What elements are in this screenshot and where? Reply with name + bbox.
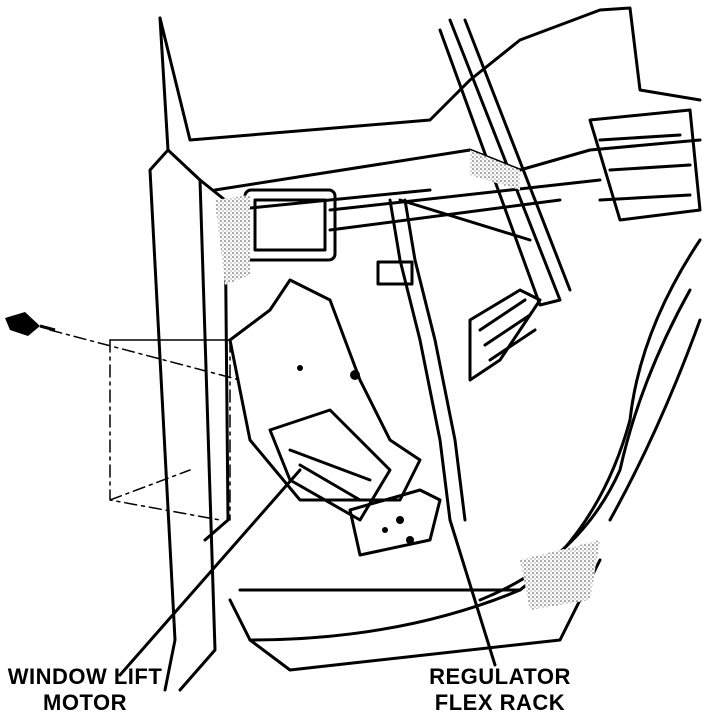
window-lift-motor-label: WINDOW LIFT MOTOR [0, 664, 170, 716]
linkage-rods [328, 178, 602, 242]
panel-cutout [228, 278, 422, 502]
bolt-holes [297, 365, 414, 544]
regulator-flex-rack-label-line2: FLEX RACK [434, 690, 566, 715]
motor-leader-line [118, 468, 302, 677]
window-lift-motor-label-line2: MOTOR [43, 690, 127, 715]
push-pin-fastener [5, 312, 56, 336]
window-lift-motor [268, 408, 392, 522]
rubber-boot [468, 288, 542, 382]
stipple-left [215, 195, 250, 285]
regulator-rack [388, 198, 452, 522]
door-lower-curve [228, 238, 702, 642]
door-latch [588, 108, 702, 222]
regulator-flex-rack-label: REGULATOR FLEX RACK [420, 664, 580, 716]
door-frame-outline [158, 6, 702, 142]
stipple-right [520, 540, 600, 610]
exploded-view-guide [49, 329, 241, 521]
window-lift-motor-label-line1: WINDOW LIFT [7, 664, 163, 689]
motor-mount-plate [348, 488, 442, 557]
door-pillar [158, 16, 217, 692]
rack-leader-line [448, 518, 497, 667]
regulator-flex-rack-label-line1: REGULATOR [429, 664, 571, 689]
inner-panel [213, 138, 702, 192]
